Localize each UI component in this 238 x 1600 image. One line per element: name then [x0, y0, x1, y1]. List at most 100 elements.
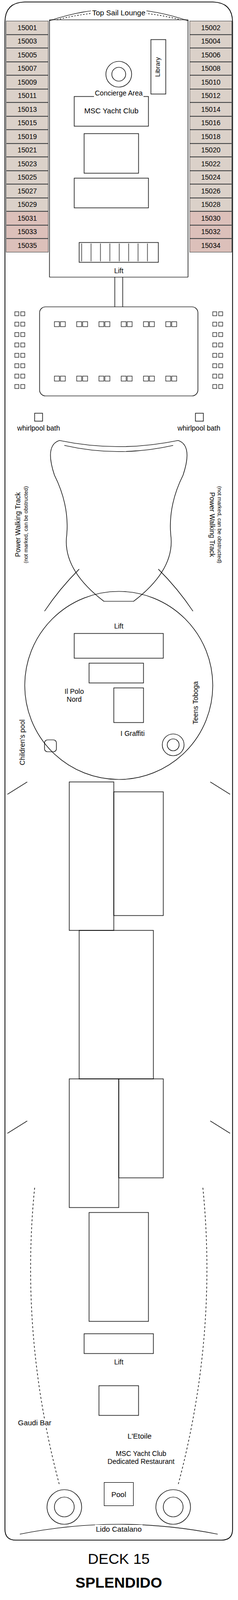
- deck-title: DECK 15: [86, 1550, 151, 1568]
- area-label: Lift: [113, 621, 125, 630]
- cabin-number: 15022: [201, 159, 221, 168]
- cabin-box: 15035: [5, 238, 49, 253]
- cabin-number: 15001: [17, 23, 38, 32]
- cabin-number: 15033: [17, 227, 38, 236]
- lounger: [218, 332, 223, 337]
- area-label: Lido Catalano: [95, 1524, 143, 1533]
- area-label: Top Sail Lounge: [91, 8, 147, 17]
- lounger: [171, 321, 177, 327]
- cabin-box: 15009: [5, 75, 49, 90]
- cabin-box: 15015: [5, 116, 49, 131]
- pool-box: Pool: [103, 1481, 134, 1506]
- cabin-number: 15023: [17, 159, 38, 168]
- lounger: [14, 374, 19, 379]
- cabin-box: 15021: [5, 143, 49, 158]
- lounger: [121, 321, 127, 327]
- cabin-number: 15013: [17, 105, 38, 114]
- cabin-number: 15021: [17, 145, 38, 154]
- cabin-box: 15022: [189, 156, 233, 171]
- cabin-number: 15008: [201, 64, 221, 73]
- area-label: Power Walking Track: [13, 491, 22, 559]
- cabin-box: 15026: [189, 184, 233, 198]
- stair-step: [128, 243, 130, 262]
- cabin-box: 15002: [189, 20, 233, 35]
- lounger: [212, 374, 217, 379]
- cabin-box: 15034: [189, 238, 233, 253]
- lounger: [14, 384, 19, 389]
- cabin-box: 15005: [5, 47, 49, 62]
- lounger: [20, 322, 25, 327]
- cabin-box: 15020: [189, 143, 233, 158]
- cabin-box: 15004: [189, 34, 233, 49]
- lounger: [121, 376, 127, 381]
- cabin-number: 15026: [201, 187, 221, 195]
- cabin-box: 15008: [189, 61, 233, 76]
- lounger: [212, 363, 217, 368]
- lounger: [165, 321, 171, 327]
- cabin-number: 15020: [201, 145, 221, 154]
- cabin-number: 15015: [17, 118, 38, 127]
- stair-step: [119, 243, 120, 262]
- lounger: [104, 321, 110, 327]
- cabin-number: 15011: [17, 91, 37, 100]
- lounger: [127, 376, 133, 381]
- stair-step: [109, 243, 111, 262]
- lounger: [82, 321, 88, 327]
- stair-step: [147, 243, 148, 262]
- stair-step: [91, 243, 92, 262]
- cabin-number: 15018: [201, 132, 221, 141]
- stair-step: [100, 243, 101, 262]
- lounger: [20, 374, 25, 379]
- area-name: Pool: [111, 1489, 127, 1499]
- cabin-box: 15019: [5, 129, 49, 144]
- cabin-number: 15032: [201, 227, 221, 236]
- cabin-number: 15010: [201, 78, 221, 87]
- stair-step: [138, 243, 139, 262]
- cabin-number: 15009: [17, 78, 38, 87]
- cabin-box: 15010: [189, 75, 233, 90]
- cabin-box: 15031: [5, 211, 49, 226]
- cabin-number: 15003: [17, 37, 38, 46]
- cabin-box: 15018: [189, 129, 233, 144]
- cabin-box: 15007: [5, 61, 49, 76]
- cabin-number: 15007: [17, 64, 38, 73]
- lounger: [14, 311, 19, 316]
- area-label: Il Polo Nord: [60, 687, 88, 704]
- area-label: (not marked, can be obstructed): [216, 484, 224, 565]
- cabin-number: 15027: [17, 187, 38, 195]
- cabin-box: 15013: [5, 102, 49, 117]
- cabin-number: 15030: [201, 214, 221, 223]
- lounger: [212, 384, 217, 389]
- lounger: [149, 321, 155, 327]
- cabin-box: 15014: [189, 102, 233, 117]
- lounger: [171, 376, 177, 381]
- area-label: Teens Toboga: [191, 680, 200, 726]
- deck-name: SPLENDIDO: [74, 1573, 163, 1592]
- cabin-box: 15012: [189, 89, 233, 103]
- lounger: [20, 384, 25, 389]
- area-label: Power Walking Track: [207, 491, 216, 559]
- lounger: [82, 376, 88, 381]
- lounger: [212, 311, 217, 316]
- lounger: [20, 332, 25, 337]
- area-label: Concierge Area: [94, 89, 144, 97]
- cabin-box: 15028: [189, 197, 233, 212]
- lounger: [60, 321, 66, 327]
- area-label: L'Etoile: [126, 1431, 153, 1440]
- area-label: whirlpool bath: [16, 424, 61, 432]
- lounger: [212, 353, 217, 358]
- area-label: Lift: [113, 1357, 125, 1366]
- cabin-number: 15012: [201, 91, 221, 100]
- lounger: [14, 353, 19, 358]
- lounger: [14, 342, 19, 347]
- lounger: [60, 376, 66, 381]
- cabin-box: 15025: [5, 170, 49, 185]
- lounger: [20, 342, 25, 347]
- cabin-box: 15033: [5, 225, 49, 239]
- lounger: [143, 376, 149, 381]
- cabin-number: 15019: [17, 132, 38, 141]
- cabin-box: 15027: [5, 184, 49, 198]
- cabin-box: 15030: [189, 211, 233, 226]
- cabin-number: 15031: [17, 214, 38, 223]
